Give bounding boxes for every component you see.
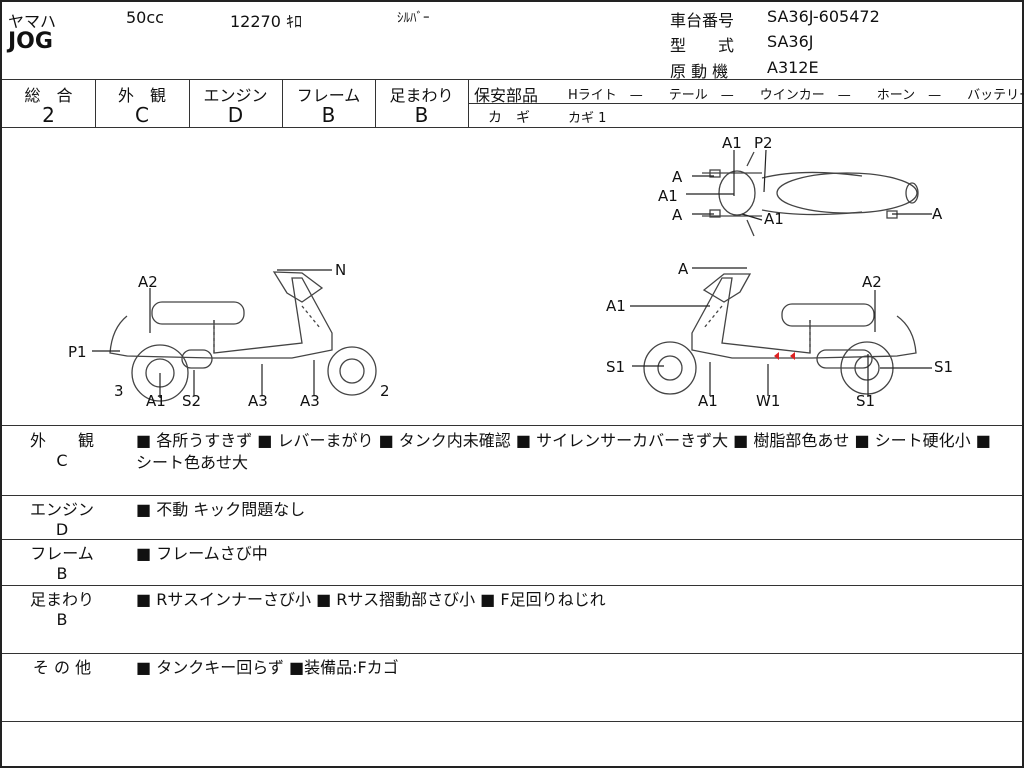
label-a-top-2: A	[672, 206, 683, 224]
note-text-exterior: ■ 各所うすきず ■ レバーまがり ■ タンク内未確認 ■ サイレンサーカバーき…	[136, 431, 991, 472]
chassis-value: SA36J-605472	[767, 7, 880, 26]
scooter-left-view	[109, 271, 377, 402]
grade-value-engine: D	[227, 103, 244, 127]
divider	[282, 79, 283, 127]
key-label: カ ギ	[488, 110, 530, 126]
displacement: 50cc	[126, 8, 164, 27]
label-a1-top: A1	[722, 134, 742, 152]
label-a1-top-3: A1	[764, 210, 784, 228]
divider	[2, 721, 1022, 722]
note-text-suspension: ■ Rサスインナーさび小 ■ Rサス摺動部さび小 ■ F足回りねじれ	[136, 590, 606, 609]
label-s1-right-3: S1	[856, 392, 875, 410]
engine-value: A312E	[767, 58, 819, 77]
divider	[468, 103, 1022, 104]
type-label: 型 式	[670, 36, 735, 55]
scooter-top-view	[702, 151, 919, 237]
divider	[375, 79, 376, 127]
divider	[2, 585, 1022, 586]
grade-label-overall: 総 合	[24, 86, 73, 105]
label-a1-right-2: A1	[698, 392, 718, 410]
divider	[2, 539, 1022, 540]
label-2: 2	[380, 382, 390, 400]
label-a-right: A	[678, 260, 689, 278]
label-a3-left-1: A3	[248, 392, 268, 410]
divider	[189, 79, 190, 127]
callout-labels: A1 P2 A A1 A A1 A N A2 P1 3 A1 S2 A3 A3 …	[68, 134, 953, 410]
note-label-frame: フレーム	[30, 544, 94, 563]
chassis-label: 車台番号	[670, 11, 735, 30]
note-grade-engine: D	[55, 520, 69, 539]
model-name: JOG	[8, 29, 53, 54]
label-a-top-3: A	[932, 205, 943, 223]
label-n: N	[335, 261, 346, 279]
divider	[95, 79, 96, 127]
divider	[2, 79, 1022, 80]
grade-label-frame: フレーム	[296, 86, 361, 105]
divider	[2, 495, 1022, 496]
divider	[2, 425, 1022, 426]
safety-title: 保安部品	[474, 86, 539, 105]
label-3: 3	[114, 382, 124, 400]
grade-label-exterior: 外 観	[117, 86, 166, 105]
divider	[2, 653, 1022, 654]
label-p2: P2	[754, 134, 773, 152]
divider	[468, 79, 469, 127]
grade-value-frame: B	[321, 103, 336, 127]
red-marks	[774, 352, 795, 360]
label-a-top-1: A	[672, 168, 683, 186]
note-text-frame: ■ フレームさび中	[136, 544, 268, 563]
divider	[2, 127, 1022, 128]
note-grade-suspension: B	[56, 610, 68, 629]
type-value: SA36J	[767, 32, 814, 51]
label-a2-left: A2	[138, 273, 158, 291]
grade-value-exterior: C	[135, 103, 149, 127]
label-a3-left-2: A3	[300, 392, 320, 410]
label-p1: P1	[68, 343, 87, 361]
grade-label-suspension: 足まわり	[389, 86, 454, 105]
callout-lines	[92, 149, 932, 398]
note-grade-frame: B	[56, 564, 68, 583]
label-s1-right-2: S1	[934, 358, 953, 376]
label-w1: W1	[756, 392, 780, 410]
label-a1-top-2: A1	[658, 187, 678, 205]
note-label-suspension: 足まわり	[29, 590, 94, 609]
label-s2: S2	[182, 392, 201, 410]
note-grade-exterior: C	[56, 451, 68, 470]
grade-value-overall: 2	[42, 103, 55, 127]
damage-diagram: A1 P2 A A1 A A1 A N A2 P1 3 A1 S2 A3 A3 …	[68, 134, 953, 410]
note-text-engine: ■ 不動 キック問題なし	[136, 500, 306, 519]
note-label-exterior: 外 観	[29, 431, 94, 450]
note-label-engine: エンジン	[29, 500, 94, 519]
grade-value-suspension: B	[414, 103, 429, 127]
label-a2-right: A2	[862, 273, 882, 291]
color: ｼﾙﾊﾞｰ	[397, 11, 430, 26]
scooter-right-view	[643, 273, 917, 395]
key-value: カギ 1	[568, 111, 607, 126]
label-s1-right-1: S1	[606, 358, 625, 376]
engine-label: 原 動 機	[670, 62, 729, 81]
maker: ヤマハ	[8, 12, 57, 31]
mileage: 12270 ｷﾛ	[230, 12, 302, 31]
label-a1-left: A1	[146, 392, 166, 410]
label-a1-right: A1	[606, 297, 626, 315]
safety-items: Hライト — テール — ウインカー — ホーン — バッテリー ×	[568, 88, 1024, 103]
grade-label-engine: エンジン	[203, 86, 268, 105]
note-label-other: そ の 他	[32, 658, 92, 677]
note-text-other: ■ タンクキー回らず ■装備品:Fカゴ	[136, 658, 399, 677]
